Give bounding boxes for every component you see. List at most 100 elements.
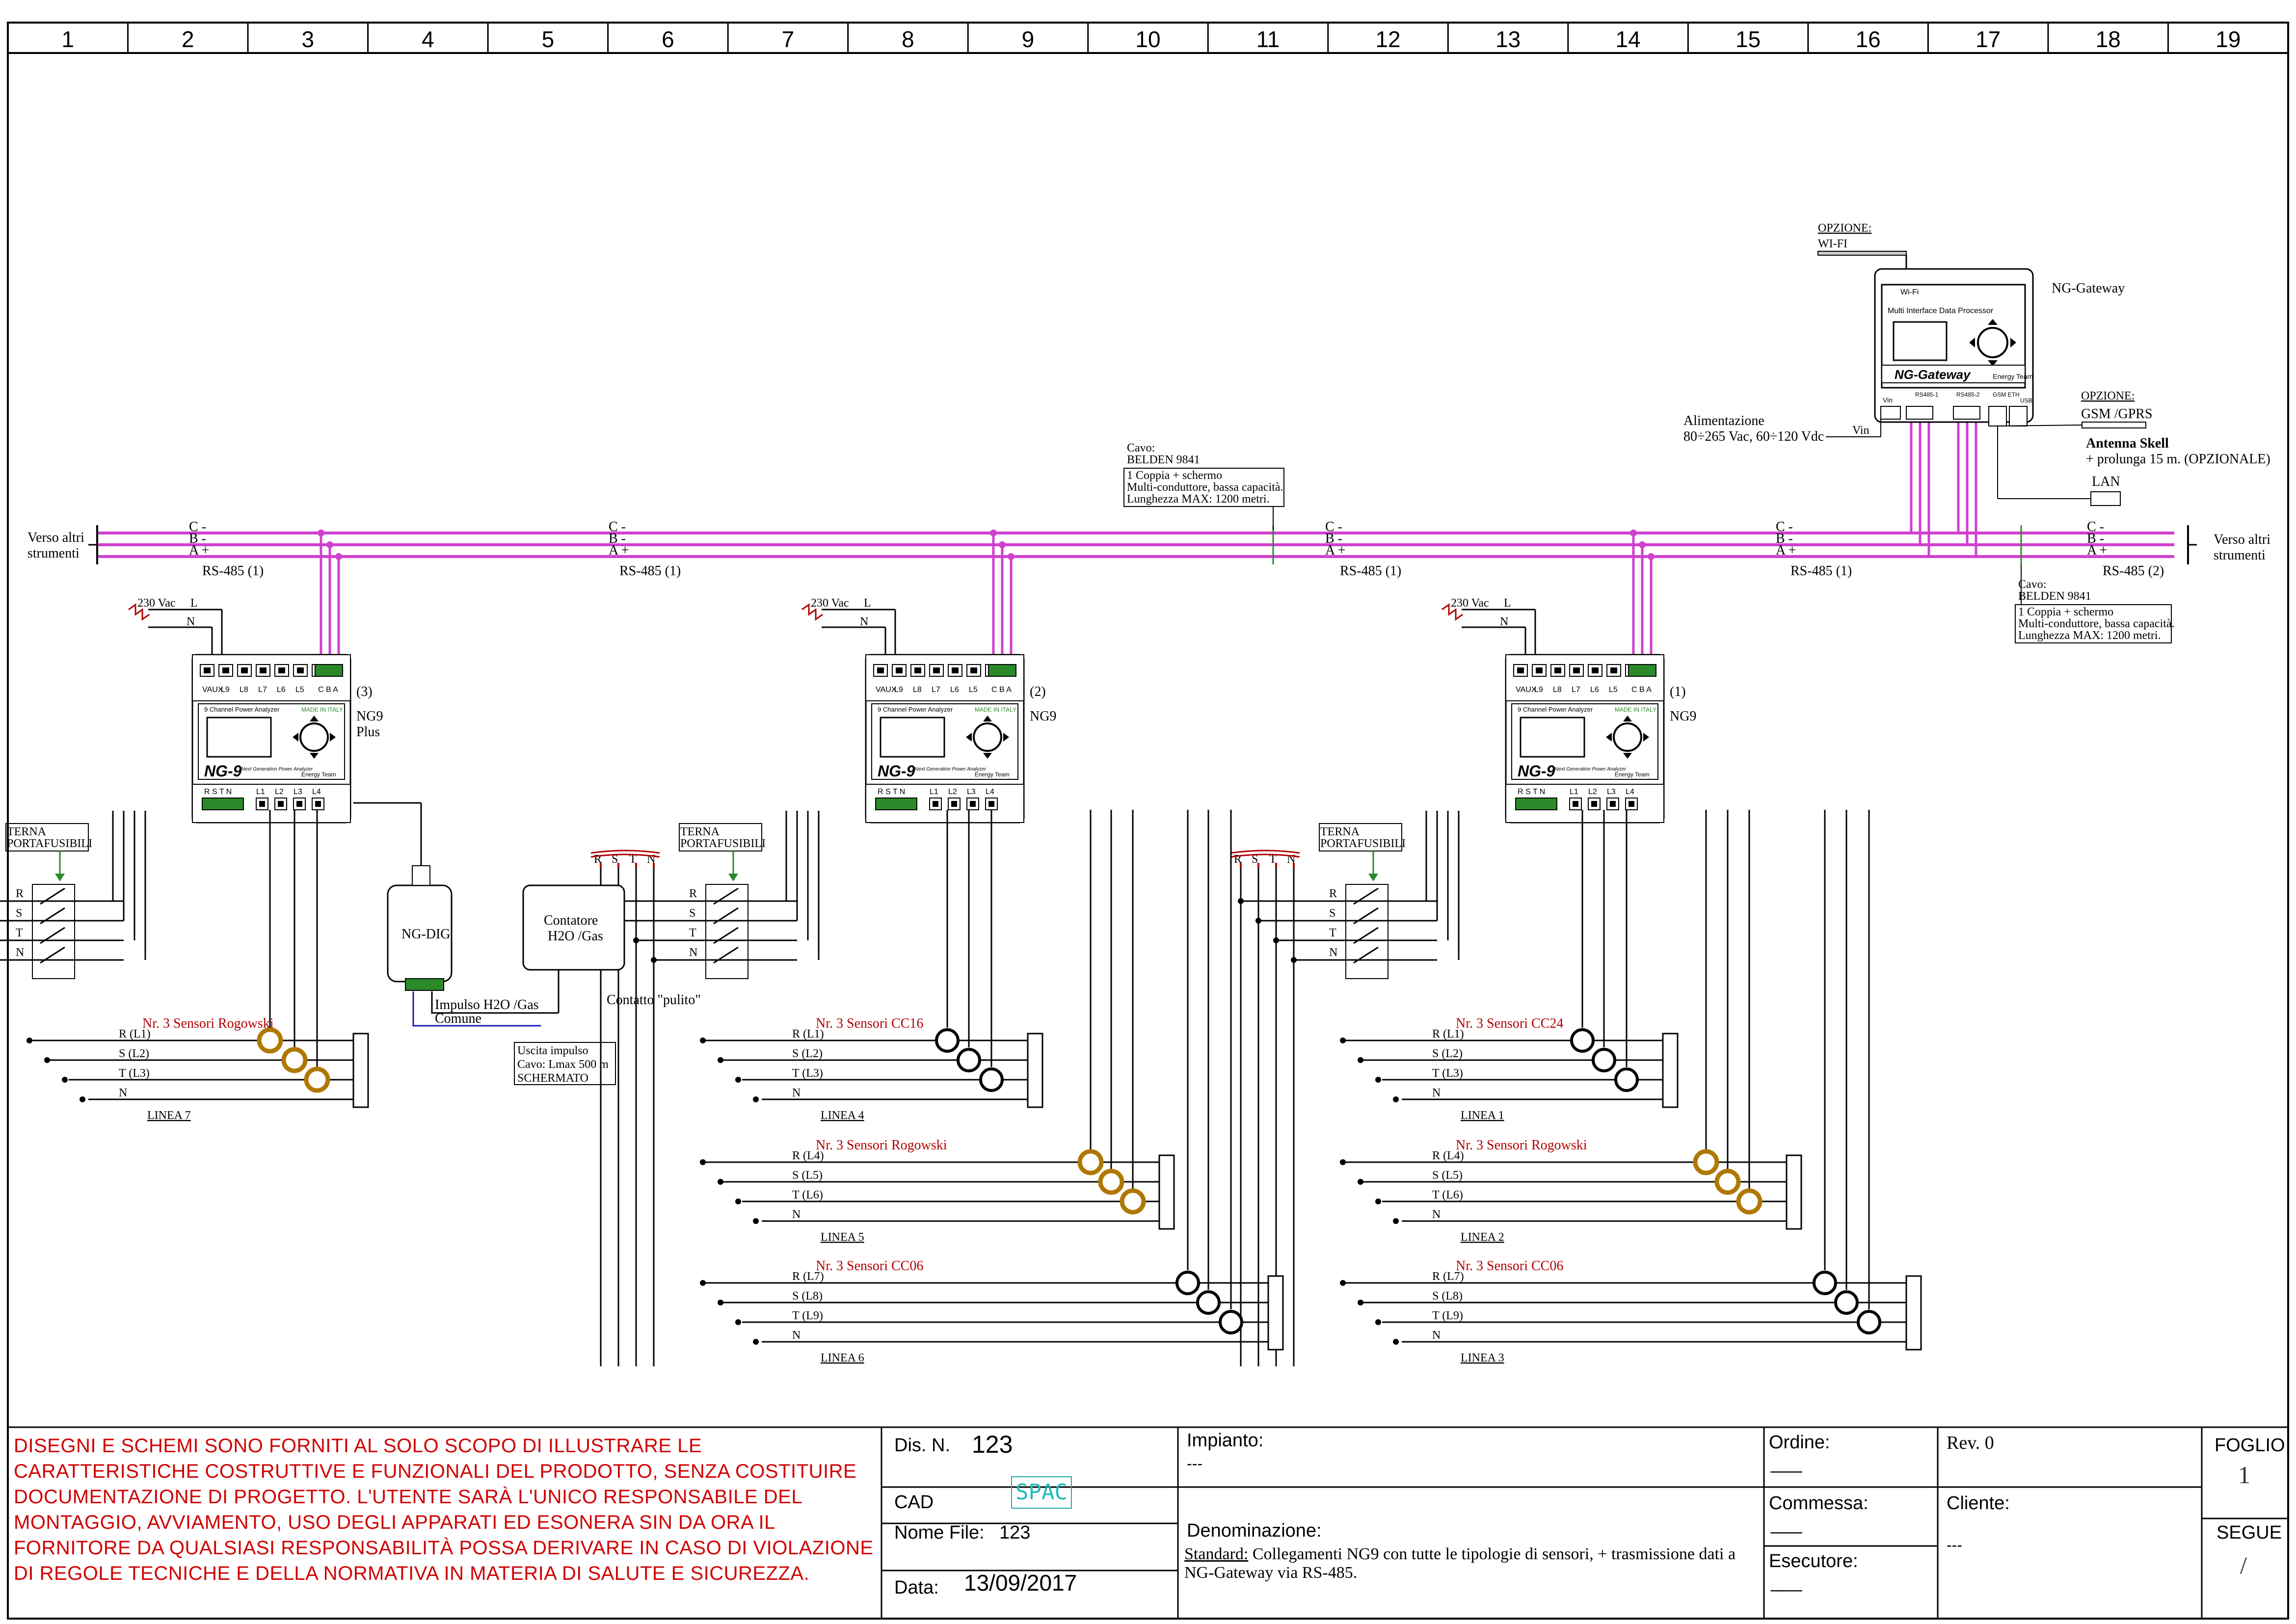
- current-sensor-icon: [1736, 1188, 1762, 1215]
- sensor-label: Nr. 3 Sensori CC16: [816, 1016, 923, 1031]
- bus-wire-b-4: B -: [1776, 531, 1793, 546]
- line-wire-label: R (L4): [1432, 1149, 1464, 1162]
- supply-neutral: N: [860, 615, 868, 628]
- supply-phase: L: [190, 597, 198, 610]
- current-sensor-icon: [1196, 1290, 1221, 1315]
- drawing-number: 123: [972, 1431, 1013, 1458]
- bus-right-label-1: Verso altri: [2214, 532, 2270, 547]
- svg-text:LAN: LAN: [2092, 474, 2120, 489]
- top-terminal-label: L5: [969, 686, 978, 694]
- svg-text:WI-FI: WI-FI: [1818, 238, 1847, 250]
- line-wire-label: S (L2): [1432, 1047, 1463, 1060]
- sensor-label: Nr. 3 Sensori CC06: [816, 1258, 923, 1274]
- top-terminal-label: C B A: [1631, 686, 1652, 694]
- column-number: 19: [2216, 27, 2241, 52]
- current-sensor-icon: [304, 1066, 330, 1093]
- current-sensor-icon: [979, 1067, 1004, 1092]
- denominazione-label: Denominazione:: [1187, 1520, 1322, 1541]
- line-wire-label: R (L1): [792, 1028, 824, 1040]
- svg-text:Uscita impulso: Uscita impulso: [517, 1044, 588, 1057]
- meter-model-2: Plus: [356, 724, 380, 740]
- standard-text: Collegamenti NG9 con tutte le tipologie …: [1184, 1545, 1736, 1582]
- column-number: 13: [1495, 27, 1521, 52]
- bus-wire-b-2: B -: [609, 531, 626, 546]
- bus-wire-c-5: C -: [2087, 519, 2104, 534]
- sensor-label: Nr. 3 Sensori Rogowski: [1456, 1138, 1587, 1153]
- line-wire-label: S (L8): [792, 1290, 823, 1303]
- bottom-terminal-label: L3: [967, 788, 976, 796]
- current-sensor-icon: [257, 1027, 283, 1054]
- svg-text:Vin: Vin: [1883, 396, 1893, 404]
- meter-model: NG9: [1670, 709, 1696, 724]
- line-wire-label: S (L2): [119, 1047, 149, 1060]
- panel-title: 9 Channel Power Analyzer: [878, 706, 953, 713]
- bus-wire-a-2: A +: [609, 543, 629, 558]
- line-name: LINEA 6: [821, 1352, 864, 1364]
- line-wire-label: T (L9): [1432, 1309, 1463, 1322]
- svg-text:+ prolunga 15 m. (OPZIONALE): + prolunga 15 m. (OPZIONALE): [2086, 452, 2270, 467]
- sensor-label: Nr. 3 Sensori Rogowski: [816, 1138, 947, 1153]
- meter-id: (2): [1030, 684, 1046, 699]
- fuse-phase-label: R: [1329, 887, 1337, 900]
- gateway-name: NG-Gateway: [2052, 281, 2125, 296]
- file-name: 123: [999, 1522, 1031, 1543]
- svg-text:H2O /Gas: H2O /Gas: [548, 929, 603, 944]
- file-name-label: Nome File:: [894, 1522, 985, 1543]
- top-terminal-label: L8: [1553, 686, 1562, 694]
- fuse-phase-label: T: [1329, 927, 1336, 939]
- top-terminal-label: C B A: [318, 686, 338, 694]
- svg-text:GSM /GPRS: GSM /GPRS: [2081, 406, 2153, 422]
- bus-wire-c-3: C -: [1325, 519, 1342, 534]
- supply-label: 230 Vac: [811, 597, 849, 610]
- cliente-label: Cliente:: [1947, 1493, 2010, 1514]
- column-number: 14: [1616, 27, 1641, 52]
- line-wire-label: T (L6): [792, 1189, 823, 1201]
- supply-phase: L: [864, 597, 871, 610]
- column-number: 16: [1856, 27, 1881, 52]
- column-number: 3: [302, 27, 315, 52]
- current-sensor-icon: [1120, 1188, 1146, 1215]
- standard-description: Standard: Collegamenti NG9 con tutte le …: [1184, 1545, 1763, 1582]
- current-sensor-icon: [1570, 1028, 1595, 1053]
- meter-brand: Energy Team: [301, 771, 336, 778]
- top-terminal-label: L7: [932, 686, 940, 694]
- date-value: 13/09/2017: [964, 1570, 1077, 1596]
- sensor-label: Nr. 3 Sensori Rogowski: [142, 1016, 274, 1031]
- fuse-title-2: PORTAFUSIBILI: [7, 837, 92, 850]
- line-wire-label: R (L7): [1432, 1270, 1464, 1283]
- svg-text:OPZIONE:: OPZIONE:: [1818, 222, 1871, 235]
- top-terminal-label: L8: [240, 686, 248, 694]
- cable-note-top: Cavo: BELDEN 9841 1 Coppia + schermo Mul…: [1123, 442, 1284, 530]
- commessa-value: ___: [1771, 1514, 1802, 1534]
- bus-wire-c-2: C -: [609, 519, 626, 534]
- current-sensor-icon: [1592, 1048, 1616, 1072]
- bottom-terminal-label: L3: [1607, 788, 1616, 796]
- fuse-phase-label: N: [16, 946, 24, 959]
- cliente-value: ---: [1947, 1536, 1962, 1554]
- impianto-value: ---: [1187, 1455, 1202, 1472]
- current-sensor-icon: [1098, 1169, 1124, 1195]
- line-wire-label: S (L8): [1432, 1290, 1463, 1303]
- rs485-label-1: RS-485 (1): [202, 563, 264, 579]
- line-name: LINEA 3: [1461, 1352, 1504, 1364]
- line-wire-label: S (L2): [792, 1047, 823, 1060]
- top-terminal-label: L7: [1572, 686, 1580, 694]
- svg-text:Cavo:: Cavo:: [1127, 442, 1155, 454]
- title-block-frame: [8, 1426, 2288, 1619]
- svg-text:USB: USB: [2020, 397, 2032, 404]
- bus-wire-a-1: A +: [189, 543, 209, 558]
- line-name: LINEA 1: [1461, 1109, 1504, 1122]
- esecutore-label: Esecutore:: [1769, 1551, 1858, 1571]
- column-number: 10: [1135, 27, 1160, 52]
- commessa-label: Commessa:: [1769, 1493, 1869, 1514]
- meter-model: NG9: [1030, 709, 1056, 724]
- revision: Rev. 0: [1947, 1433, 1994, 1453]
- phase-bus-label: T: [1269, 853, 1277, 866]
- rs485-label-4: RS-485 (1): [1790, 563, 1852, 579]
- line-name: LINEA 5: [821, 1231, 864, 1244]
